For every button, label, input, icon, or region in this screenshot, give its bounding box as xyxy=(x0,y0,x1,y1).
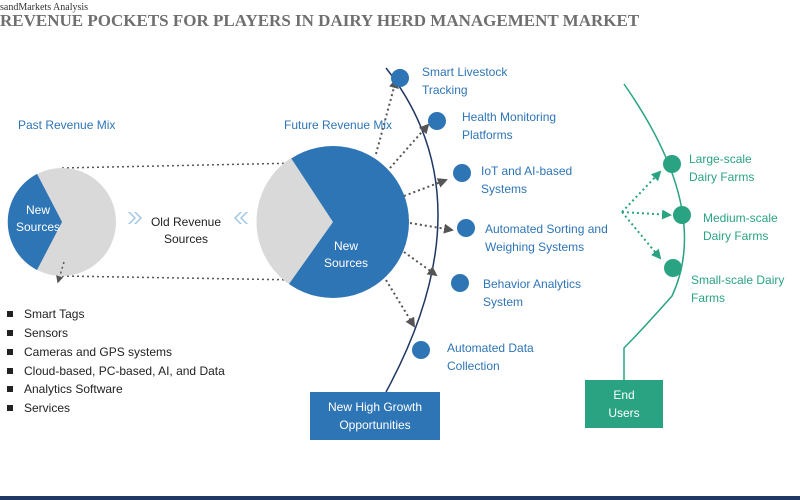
opportunity-label-3-line2: Systems xyxy=(481,182,528,196)
end-user-label-3: Small-scale Dairy Farms xyxy=(691,271,784,307)
past-revenue-heading: Past Revenue Mix xyxy=(18,118,116,132)
arrow-1 xyxy=(375,78,399,155)
opportunity-label-3: IoT and AI-based Systems xyxy=(481,162,572,198)
end-user-label-1: Large-scale Dairy Farms xyxy=(689,150,754,186)
future-pie-label-line2: Sources xyxy=(323,256,369,270)
chevron-left-icon xyxy=(234,212,248,224)
arrow-3 xyxy=(403,178,448,197)
opportunity-dot-2 xyxy=(428,112,446,130)
end-user-label-1-line1: Large-scale xyxy=(689,152,752,166)
new-growth-opportunities-box: New High Growth Opportunities xyxy=(310,392,440,440)
opportunity-dot-4 xyxy=(457,219,475,237)
old-revenue-line2: Sources xyxy=(163,232,209,246)
opportunity-label-1-line2: Tracking xyxy=(422,83,468,97)
opportunity-label-1: Smart Livestock Tracking xyxy=(422,63,507,99)
opportunity-label-3-line1: IoT and AI-based xyxy=(481,164,573,178)
list-item: Services xyxy=(6,399,246,418)
opportunity-label-4-line1: Automated Sorting and xyxy=(485,222,608,236)
end-users-box-line1: End xyxy=(613,388,635,402)
opportunity-dot-5 xyxy=(451,274,469,292)
opportunity-label-5-line1: Behavior Analytics xyxy=(483,277,582,291)
opportunity-label-5: Behavior Analytics System xyxy=(483,275,581,311)
list-item-continuation: Analytics Software xyxy=(6,380,246,399)
opportunity-arc xyxy=(385,67,439,393)
future-revenue-heading: Future Revenue Mix xyxy=(284,118,393,132)
end-user-label-3-line1: Small-scale Dairy xyxy=(691,273,785,287)
connector-top xyxy=(61,162,301,169)
growth-box-line2: Opportunities xyxy=(339,418,411,432)
opportunity-label-6-line2: Collection xyxy=(447,359,500,373)
past-pie-label: New Sources xyxy=(8,202,68,236)
page-title: REVENUE POCKETS FOR PLAYERS IN DAIRY HER… xyxy=(0,11,640,30)
arrow-4 xyxy=(409,222,454,234)
connector-bottom xyxy=(61,275,301,281)
future-pie-grey-slice xyxy=(256,158,333,284)
opportunity-dot-1 xyxy=(391,69,409,87)
arrow-5 xyxy=(403,251,438,277)
end-user-dot-3 xyxy=(664,259,682,277)
end-user-label-2-line2: Dairy Farms xyxy=(703,229,769,243)
arrow-6 xyxy=(385,279,416,328)
past-pie-label-line2: Sources xyxy=(15,220,61,234)
opportunity-dot-3 xyxy=(453,164,471,182)
end-user-label-3-line2: Farms xyxy=(691,291,725,305)
past-pie-label-line1: New xyxy=(25,203,50,217)
bottom-bar xyxy=(0,496,800,500)
opportunity-label-2-line1: Health Monitoring xyxy=(462,110,557,124)
opportunity-label-2-line2: Platforms xyxy=(462,128,513,142)
end-user-dot-1 xyxy=(663,155,681,173)
old-revenue-line1: Old Revenue xyxy=(150,215,222,229)
opportunity-dot-6 xyxy=(412,341,430,359)
past-to-list-arrow xyxy=(56,261,65,284)
old-sources-list: Smart Tags Sensors Cameras and GPS syste… xyxy=(6,305,246,418)
end-users-box: End Users xyxy=(585,380,663,428)
opportunity-label-4: Automated Sorting and Weighing Systems xyxy=(485,220,608,256)
end-users-arc xyxy=(623,83,686,380)
source-label: sandMarkets Analysis xyxy=(0,2,89,13)
opportunity-label-2: Health Monitoring Platforms xyxy=(462,108,556,144)
future-pie-label: New Sources xyxy=(316,238,376,272)
list-item: Sensors xyxy=(6,324,246,343)
green-arrow-1 xyxy=(621,170,662,213)
opportunity-label-4-line2: Weighing Systems xyxy=(485,240,585,254)
opportunity-label-6-line1: Automated Data xyxy=(447,341,534,355)
end-user-label-1-line2: Dairy Farms xyxy=(689,170,755,184)
chevron-right-icon xyxy=(128,212,142,224)
end-user-label-2-line1: Medium-scale xyxy=(703,211,778,225)
green-arrow-2 xyxy=(621,209,672,220)
list-item: Smart Tags xyxy=(6,305,246,324)
opportunity-label-5-line2: System xyxy=(483,295,524,309)
end-user-dot-2 xyxy=(673,206,691,224)
opportunity-label-6: Automated Data Collection xyxy=(447,339,534,375)
green-arrow-3 xyxy=(621,211,662,260)
list-item: Cloud-based, PC-based, AI, and Data xyxy=(6,362,246,381)
growth-box-line1: New High Growth xyxy=(327,400,423,414)
end-user-label-2: Medium-scale Dairy Farms xyxy=(703,209,778,245)
opportunity-label-1-line1: Smart Livestock xyxy=(422,65,508,79)
end-users-box-line2: Users xyxy=(608,406,640,420)
future-pie-label-line1: New xyxy=(333,239,358,253)
past-pie-blue-edge xyxy=(9,174,63,236)
list-item: Cameras and GPS systems xyxy=(6,343,246,362)
old-revenue-label: Old Revenue Sources xyxy=(144,214,228,248)
